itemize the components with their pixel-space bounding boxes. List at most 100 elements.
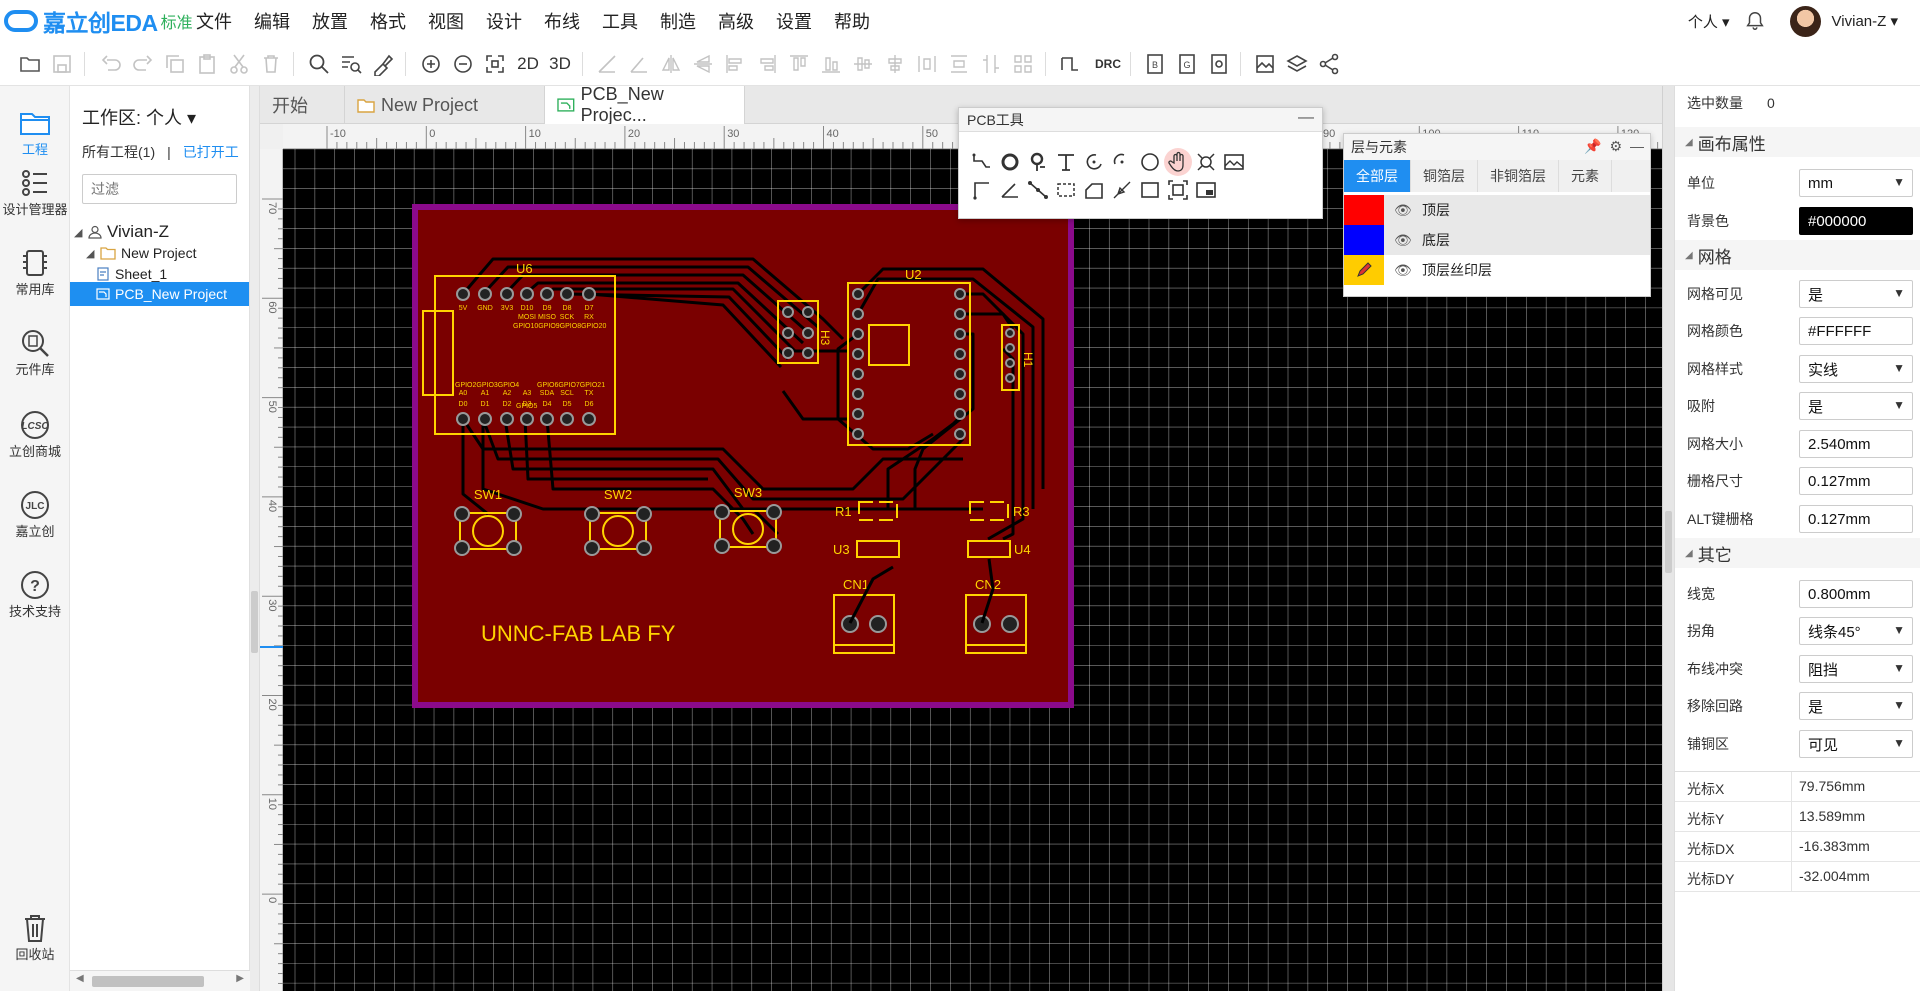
user-menu[interactable]: Vivian-Z ▾ — [1831, 13, 1898, 30]
sidebar-item-component-lib[interactable]: 元件库 — [0, 326, 70, 377]
align-bottom-icon[interactable] — [818, 51, 844, 77]
bell-icon[interactable] — [1744, 9, 1766, 33]
layers-icon[interactable] — [1284, 51, 1310, 77]
paste-icon[interactable] — [194, 51, 220, 77]
pin-icon[interactable]: 📌 — [1584, 138, 1602, 154]
fabricate-icon[interactable] — [1206, 51, 1232, 77]
layers-panel-title[interactable]: 层与元素 — [1344, 134, 1650, 160]
distribute-icon[interactable] — [914, 51, 940, 77]
align-center-h-icon[interactable] — [882, 51, 908, 77]
sidebar-item-common-lib[interactable]: 常用库 — [0, 246, 70, 297]
opened-projects-link[interactable]: 已打开工 — [182, 144, 239, 160]
layer-color-swatch[interactable] — [1344, 255, 1384, 285]
tab-copper-layers[interactable]: 铜箔层 — [1411, 160, 1478, 192]
app-logo[interactable]: 嘉立创EDA 标准 — [4, 6, 193, 36]
remove-loop-select[interactable]: 是▼ — [1799, 692, 1913, 720]
angle-icon[interactable] — [626, 51, 652, 77]
snap-select[interactable]: 是▼ — [1799, 392, 1913, 420]
minimize-icon[interactable]: — — [1630, 138, 1644, 154]
region-tool-icon[interactable] — [1052, 176, 1080, 204]
align-icon[interactable] — [594, 51, 620, 77]
align-left-icon[interactable] — [722, 51, 748, 77]
collapse-handle[interactable] — [1665, 511, 1672, 573]
scrollbar-thumb[interactable] — [92, 976, 204, 987]
alt-grid-input[interactable]: 0.127mm — [1799, 505, 1913, 533]
sidebar-item-project[interactable]: 工程 — [0, 106, 70, 157]
right-panel-splitter[interactable] — [1662, 86, 1674, 991]
share-icon[interactable] — [1316, 51, 1342, 77]
collapse-icon[interactable]: ◢ — [74, 226, 83, 239]
tree-user[interactable]: ◢ Vivian-Z — [70, 220, 249, 244]
layer-color-swatch[interactable] — [1344, 225, 1384, 255]
polyline-tool-icon[interactable] — [968, 176, 996, 204]
grid-fine-input[interactable]: 0.127mm — [1799, 467, 1913, 495]
grid-visible-select[interactable]: 是▼ — [1799, 280, 1913, 308]
zoom-in-icon[interactable] — [418, 51, 444, 77]
pcb-tools-title[interactable]: PCB工具 — [959, 108, 1322, 132]
find-list-icon[interactable] — [338, 51, 364, 77]
arc-center-tool-icon[interactable] — [1108, 148, 1136, 176]
cleanup-icon[interactable] — [370, 51, 396, 77]
image-tool-icon[interactable] — [1220, 148, 1248, 176]
image-export-icon[interactable] — [1252, 51, 1278, 77]
pad-tool-icon[interactable] — [996, 148, 1024, 176]
eye-icon[interactable]: 👁 — [1394, 231, 1412, 248]
align-center-v-icon[interactable] — [850, 51, 876, 77]
unit-select[interactable]: mm▼ — [1799, 169, 1913, 197]
collapse-icon[interactable]: ◢ — [86, 247, 95, 260]
spacing-icon[interactable] — [978, 51, 1004, 77]
connect-tool-icon[interactable] — [1024, 176, 1052, 204]
angle-tool-icon[interactable] — [996, 176, 1024, 204]
menu-view[interactable]: 视图 — [428, 12, 464, 32]
circle-tool-icon[interactable] — [1136, 148, 1164, 176]
tab-elements[interactable]: 元素 — [1559, 160, 1612, 192]
scroll-left-icon[interactable]: ◀ — [76, 973, 84, 984]
tree-sheet[interactable]: Sheet_1 — [70, 262, 249, 286]
corner-select[interactable]: 线条45°▼ — [1799, 617, 1913, 645]
other-section[interactable]: ◢其它 — [1675, 538, 1920, 568]
menu-settings[interactable]: 设置 — [776, 12, 812, 32]
grid-color-input[interactable]: #FFFFFF — [1799, 317, 1913, 345]
view-3d-button[interactable]: 3D — [549, 54, 571, 73]
rectangle-tool-icon[interactable] — [1136, 176, 1164, 204]
layer-row-top[interactable]: 👁 顶层 — [1344, 195, 1650, 225]
all-projects-link[interactable]: 所有工程(1) — [82, 144, 156, 160]
sidebar-item-lcsc-mall[interactable]: LCSC 立创商城 — [0, 408, 70, 459]
tree-project[interactable]: ◢ New Project — [70, 241, 249, 265]
sidebar-item-tech-support[interactable]: ? 技术支持 — [0, 568, 70, 619]
grid-size-input[interactable]: 2.540mm — [1799, 430, 1913, 458]
cut-icon[interactable] — [226, 51, 252, 77]
eye-icon[interactable]: 👁 — [1394, 261, 1412, 278]
menu-advanced[interactable]: 高级 — [718, 12, 754, 32]
scroll-right-icon[interactable]: ▶ — [236, 973, 244, 984]
zoom-out-icon[interactable] — [450, 51, 476, 77]
tab-all-layers[interactable]: 全部层 — [1344, 160, 1411, 192]
drc-button[interactable]: DRC — [1095, 57, 1121, 71]
grid-section[interactable]: ◢网格 — [1675, 240, 1920, 270]
align-top-icon[interactable] — [786, 51, 812, 77]
canvas-origin-tool-icon[interactable] — [1192, 176, 1220, 204]
project-panel-scrollbar[interactable]: ◀ ▶ — [70, 970, 250, 991]
layer-row-top-silk[interactable]: 👁 顶层丝印层 — [1344, 255, 1650, 285]
solid-region-tool-icon[interactable] — [1164, 176, 1192, 204]
scope-dropdown[interactable]: 个人 ▾ — [1687, 13, 1730, 31]
menu-file[interactable]: 文件 — [196, 12, 232, 32]
align-right-icon[interactable] — [754, 51, 780, 77]
redo-icon[interactable] — [130, 51, 156, 77]
tab-start[interactable]: 开始 — [260, 86, 345, 124]
menu-help[interactable]: 帮助 — [834, 12, 870, 32]
grid-align-icon[interactable] — [1010, 51, 1036, 77]
workspace-selector[interactable]: 工作区: 个人 ▾ — [82, 104, 196, 130]
copy-icon[interactable] — [162, 51, 188, 77]
filter-input[interactable] — [82, 174, 237, 204]
teardrop-tool-icon[interactable] — [1108, 176, 1136, 204]
copper-area-tool-icon[interactable] — [1080, 176, 1108, 204]
track-tool-icon[interactable] — [968, 148, 996, 176]
menu-design[interactable]: 设计 — [486, 12, 522, 32]
arc-tool-icon[interactable] — [1080, 148, 1108, 176]
line-width-input[interactable]: 0.800mm — [1799, 580, 1913, 608]
menu-format[interactable]: 格式 — [370, 12, 406, 32]
bom-icon[interactable]: B — [1142, 51, 1168, 77]
view-2d-button[interactable]: 2D — [517, 54, 539, 73]
sidebar-item-recycle-bin[interactable]: 回收站 — [0, 911, 70, 962]
